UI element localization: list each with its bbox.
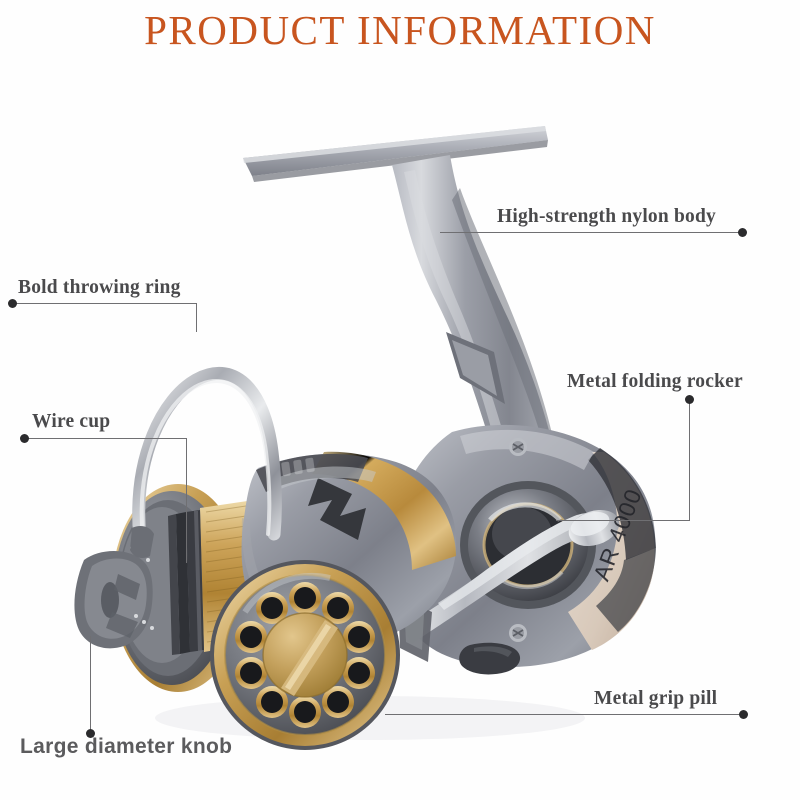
callout-label-folding-rocker: Metal folding rocker xyxy=(567,371,743,392)
leader-dot-throwing-ring xyxy=(8,299,17,308)
leader-dot-wire-cup xyxy=(20,434,29,443)
page-title: PRODUCT INFORMATION xyxy=(144,7,656,53)
leader-dot-nylon-body xyxy=(738,228,747,237)
leader-line-wire-cup-h xyxy=(26,438,186,439)
leader-dot-folding-rocker xyxy=(685,395,694,404)
callout-label-wire-cup: Wire cup xyxy=(32,411,111,432)
leader-dot-grip-pill xyxy=(739,710,748,719)
leader-line-throwing-ring-h xyxy=(14,303,196,304)
callout-label-nylon-body: High-strength nylon body xyxy=(497,206,716,227)
leader-dot-large-knob xyxy=(86,729,95,738)
callout-label-throwing-ring: Bold throwing ring xyxy=(18,277,181,298)
callout-label-grip-pill: Metal grip pill xyxy=(594,688,718,709)
callout-label-large-knob: Large diameter knob xyxy=(20,735,233,758)
leader-line-large-knob xyxy=(90,636,91,733)
leader-line-wire-cup-v xyxy=(186,438,187,563)
leader-line-nylon-body xyxy=(440,232,742,233)
leader-line-folding-rocker-h xyxy=(556,520,690,521)
leader-line-throwing-ring-v xyxy=(196,303,197,332)
leader-line-folding-rocker xyxy=(689,403,690,520)
product-model-text: AR 4000 xyxy=(588,484,647,585)
leader-line-grip-pill xyxy=(385,714,743,715)
